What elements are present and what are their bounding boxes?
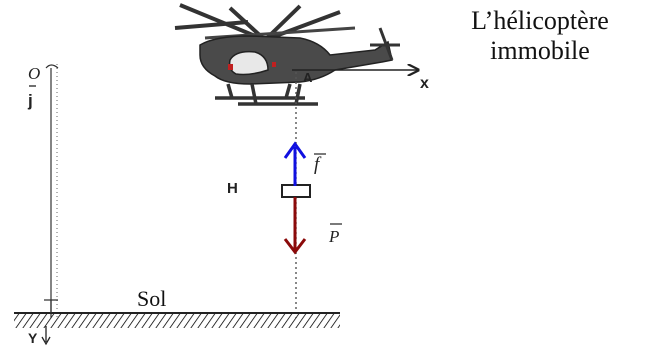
height-label: H — [227, 180, 238, 197]
weight-p-vector — [283, 197, 307, 255]
x-axis-label: x — [420, 75, 429, 92]
ground-hatch — [14, 314, 340, 328]
j-vector-label: j — [27, 91, 33, 110]
helicopter-skids — [215, 83, 318, 106]
ground-label: Sol — [137, 286, 166, 311]
cockpit-window — [228, 50, 269, 76]
force-f-label: f — [314, 154, 322, 175]
package-box — [281, 184, 311, 198]
force-f-vector — [283, 141, 307, 186]
y-axis-label: Y — [28, 330, 38, 346]
diagram-caption: L’hélicoptère immobile — [440, 6, 640, 66]
origin-label: O — [28, 64, 40, 83]
caption-line-2: immobile — [490, 36, 590, 65]
helicopter-body — [199, 35, 393, 85]
helicopter-illustration — [174, 3, 400, 106]
point-a-label: A — [303, 70, 313, 85]
weight-p-label: P — [328, 227, 339, 246]
rotor-blades — [174, 3, 341, 42]
caption-line-1: L’hélicoptère — [471, 6, 609, 35]
